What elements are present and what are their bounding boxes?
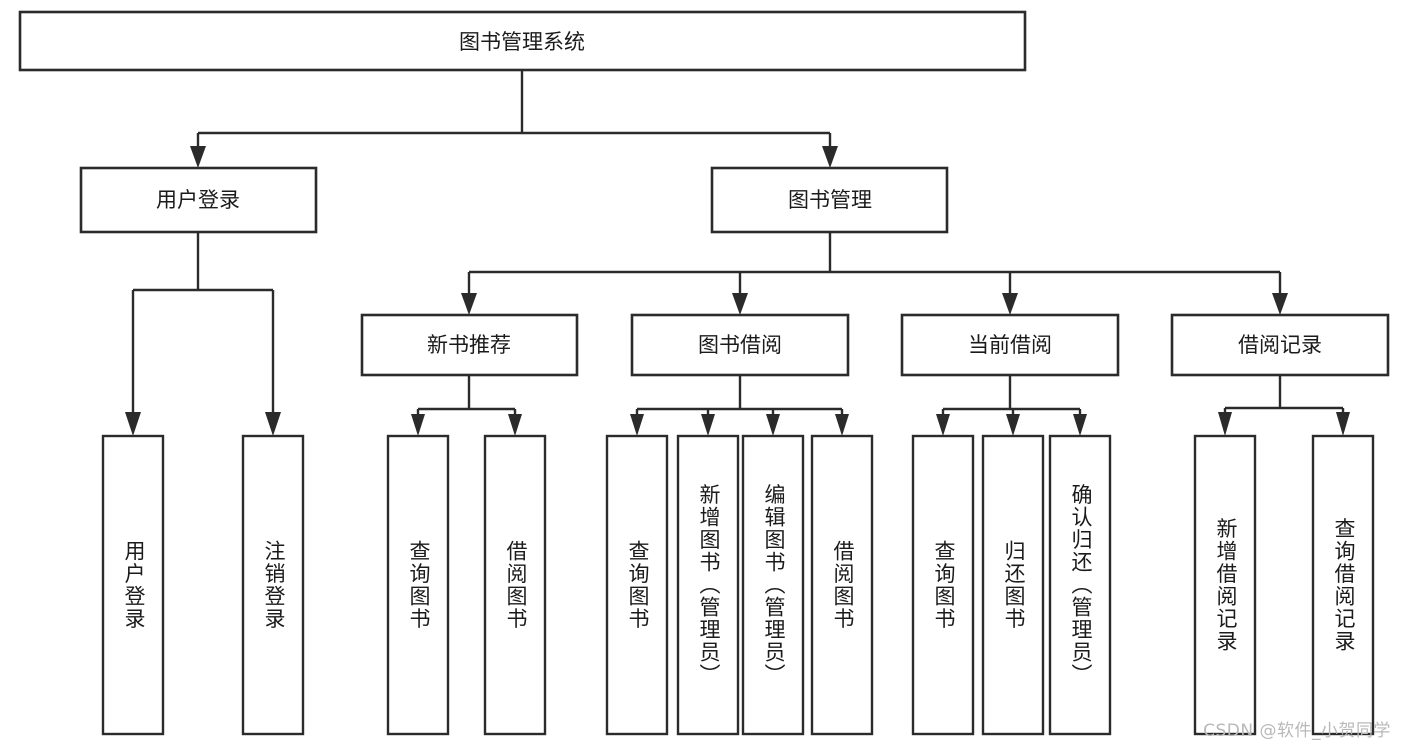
node-leaf-edit-book-box[interactable] <box>741 434 805 736</box>
node-leaf-user-logout[interactable]: 注销登录 <box>241 434 305 736</box>
arrowhead-leaf-return-book <box>1006 414 1020 436</box>
node-leaf-query-book-3-label: 查询图书 <box>932 540 956 630</box>
node-leaf-query-book-3-box[interactable] <box>911 434 975 736</box>
arrowhead-borrow-record <box>1272 293 1288 315</box>
node-leaf-query-book-2-label: 查询图书 <box>626 540 650 630</box>
node-leaf-borrow-book-1-box[interactable] <box>483 434 547 736</box>
node-leaf-borrow-book-2[interactable]: 借阅图书 <box>810 434 874 736</box>
edge-group-user-login-to-leaves <box>125 232 281 436</box>
node-user-login-label: 用户登录 <box>156 188 240 212</box>
edge-group-book-borrow-to-leaves <box>630 375 849 436</box>
node-root-label: 图书管理系统 <box>459 30 585 54</box>
node-book-borrow-label: 图书借阅 <box>698 333 782 357</box>
node-leaf-user-logout-label: 注销登录 <box>262 540 286 630</box>
node-new-book-recommend-label: 新书推荐 <box>427 333 511 357</box>
arrowhead-leaf-edit-book <box>766 414 780 436</box>
node-leaf-query-book-3[interactable]: 查询图书 <box>911 434 975 736</box>
node-leaf-confirm-return-label: 确认归还（管理员） <box>1069 484 1093 687</box>
arrowhead-new-book-recommend <box>461 293 477 315</box>
node-leaf-query-record[interactable]: 查询借阅记录 <box>1311 434 1375 736</box>
node-leaf-borrow-book-1[interactable]: 借阅图书 <box>483 434 547 736</box>
node-leaf-query-record-label: 查询借阅记录 <box>1332 518 1356 653</box>
node-leaf-confirm-return[interactable]: 确认归还（管理员） <box>1048 434 1112 736</box>
node-borrow-record-box[interactable] <box>1170 313 1390 377</box>
node-root-box[interactable] <box>18 10 1027 72</box>
node-book-borrow-box[interactable] <box>630 313 850 377</box>
node-borrow-record-label: 借阅记录 <box>1238 333 1322 357</box>
node-leaf-query-record-box[interactable] <box>1311 434 1375 736</box>
node-leaf-borrow-book-1-label: 借阅图书 <box>504 540 528 630</box>
arrowhead-leaf-borrow-book-2 <box>835 414 849 436</box>
node-current-borrow-label: 当前借阅 <box>968 333 1052 357</box>
node-leaf-return-book[interactable]: 归还图书 <box>981 434 1045 736</box>
node-leaf-query-book-1-box[interactable] <box>386 434 450 736</box>
node-leaf-return-book-box[interactable] <box>981 434 1045 736</box>
arrowhead-leaf-user-logout <box>265 412 281 436</box>
arrowhead-leaf-query-book-3 <box>936 414 950 436</box>
node-leaf-add-book-label: 新增图书（管理员） <box>697 484 721 687</box>
arrowhead-leaf-query-record <box>1336 412 1350 436</box>
node-new-book-recommend-box[interactable] <box>360 313 579 377</box>
node-leaf-query-book-2[interactable]: 查询图书 <box>605 434 669 736</box>
node-leaf-user-login-label: 用户登录 <box>122 540 146 630</box>
node-leaf-confirm-return-box[interactable] <box>1048 434 1112 736</box>
arrowhead-leaf-add-record <box>1218 412 1232 436</box>
node-leaf-return-book-label: 归还图书 <box>1002 540 1026 630</box>
node-current-borrow[interactable]: 当前借阅 <box>900 313 1120 377</box>
arrowhead-leaf-user-login <box>125 412 141 436</box>
node-leaf-add-record[interactable]: 新增借阅记录 <box>1193 434 1257 736</box>
node-leaf-edit-book[interactable]: 编辑图书（管理员） <box>741 434 805 736</box>
arrowhead-current-borrow <box>1002 293 1018 315</box>
node-user-login[interactable]: 用户登录 <box>79 166 318 234</box>
node-leaf-add-book[interactable]: 新增图书（管理员） <box>676 434 740 736</box>
arrowhead-book-borrow <box>732 293 748 315</box>
node-current-borrow-box[interactable] <box>900 313 1120 377</box>
node-leaf-borrow-book-2-label: 借阅图书 <box>831 540 855 630</box>
node-leaf-query-book-1[interactable]: 查询图书 <box>386 434 450 736</box>
node-root[interactable]: 图书管理系统 <box>18 10 1027 72</box>
node-leaf-borrow-book-2-box[interactable] <box>810 434 874 736</box>
node-leaf-add-record-label: 新增借阅记录 <box>1214 518 1238 653</box>
node-leaf-add-record-box[interactable] <box>1193 434 1257 736</box>
node-leaf-add-book-box[interactable] <box>676 434 740 736</box>
node-user-login-box[interactable] <box>79 166 318 234</box>
node-leaf-user-login[interactable]: 用户登录 <box>101 434 165 736</box>
arrowhead-leaf-query-book-1 <box>411 414 425 436</box>
node-book-borrow[interactable]: 图书借阅 <box>630 313 850 377</box>
node-leaf-user-logout-box[interactable] <box>241 434 305 736</box>
node-borrow-record[interactable]: 借阅记录 <box>1170 313 1390 377</box>
arrowhead-leaf-confirm-return <box>1073 414 1087 436</box>
arrowhead-book-management <box>822 146 838 168</box>
arrowhead-leaf-borrow-book-1 <box>508 414 522 436</box>
node-leaf-query-book-2-box[interactable] <box>605 434 669 736</box>
edge-group-book-management-to-level3 <box>461 232 1288 315</box>
node-leaf-user-login-box[interactable] <box>101 434 165 736</box>
edge-group-current-borrow-to-leaves <box>936 375 1087 436</box>
arrowhead-user-login <box>190 146 206 168</box>
node-book-management-label: 图书管理 <box>788 188 872 212</box>
arrowhead-leaf-query-book-2 <box>630 414 644 436</box>
node-book-management-box[interactable] <box>710 166 949 234</box>
node-new-book-recommend[interactable]: 新书推荐 <box>360 313 579 377</box>
edge-group-new-book-recommend-to-leaves <box>411 375 522 436</box>
node-book-management[interactable]: 图书管理 <box>710 166 949 234</box>
node-leaf-query-book-1-label: 查询图书 <box>407 540 431 630</box>
arrowhead-leaf-add-book <box>701 414 715 436</box>
node-leaf-edit-book-label: 编辑图书（管理员） <box>762 484 786 687</box>
edge-group-borrow-record-to-leaves <box>1218 375 1350 436</box>
edge-group-root-to-level2 <box>190 70 838 168</box>
